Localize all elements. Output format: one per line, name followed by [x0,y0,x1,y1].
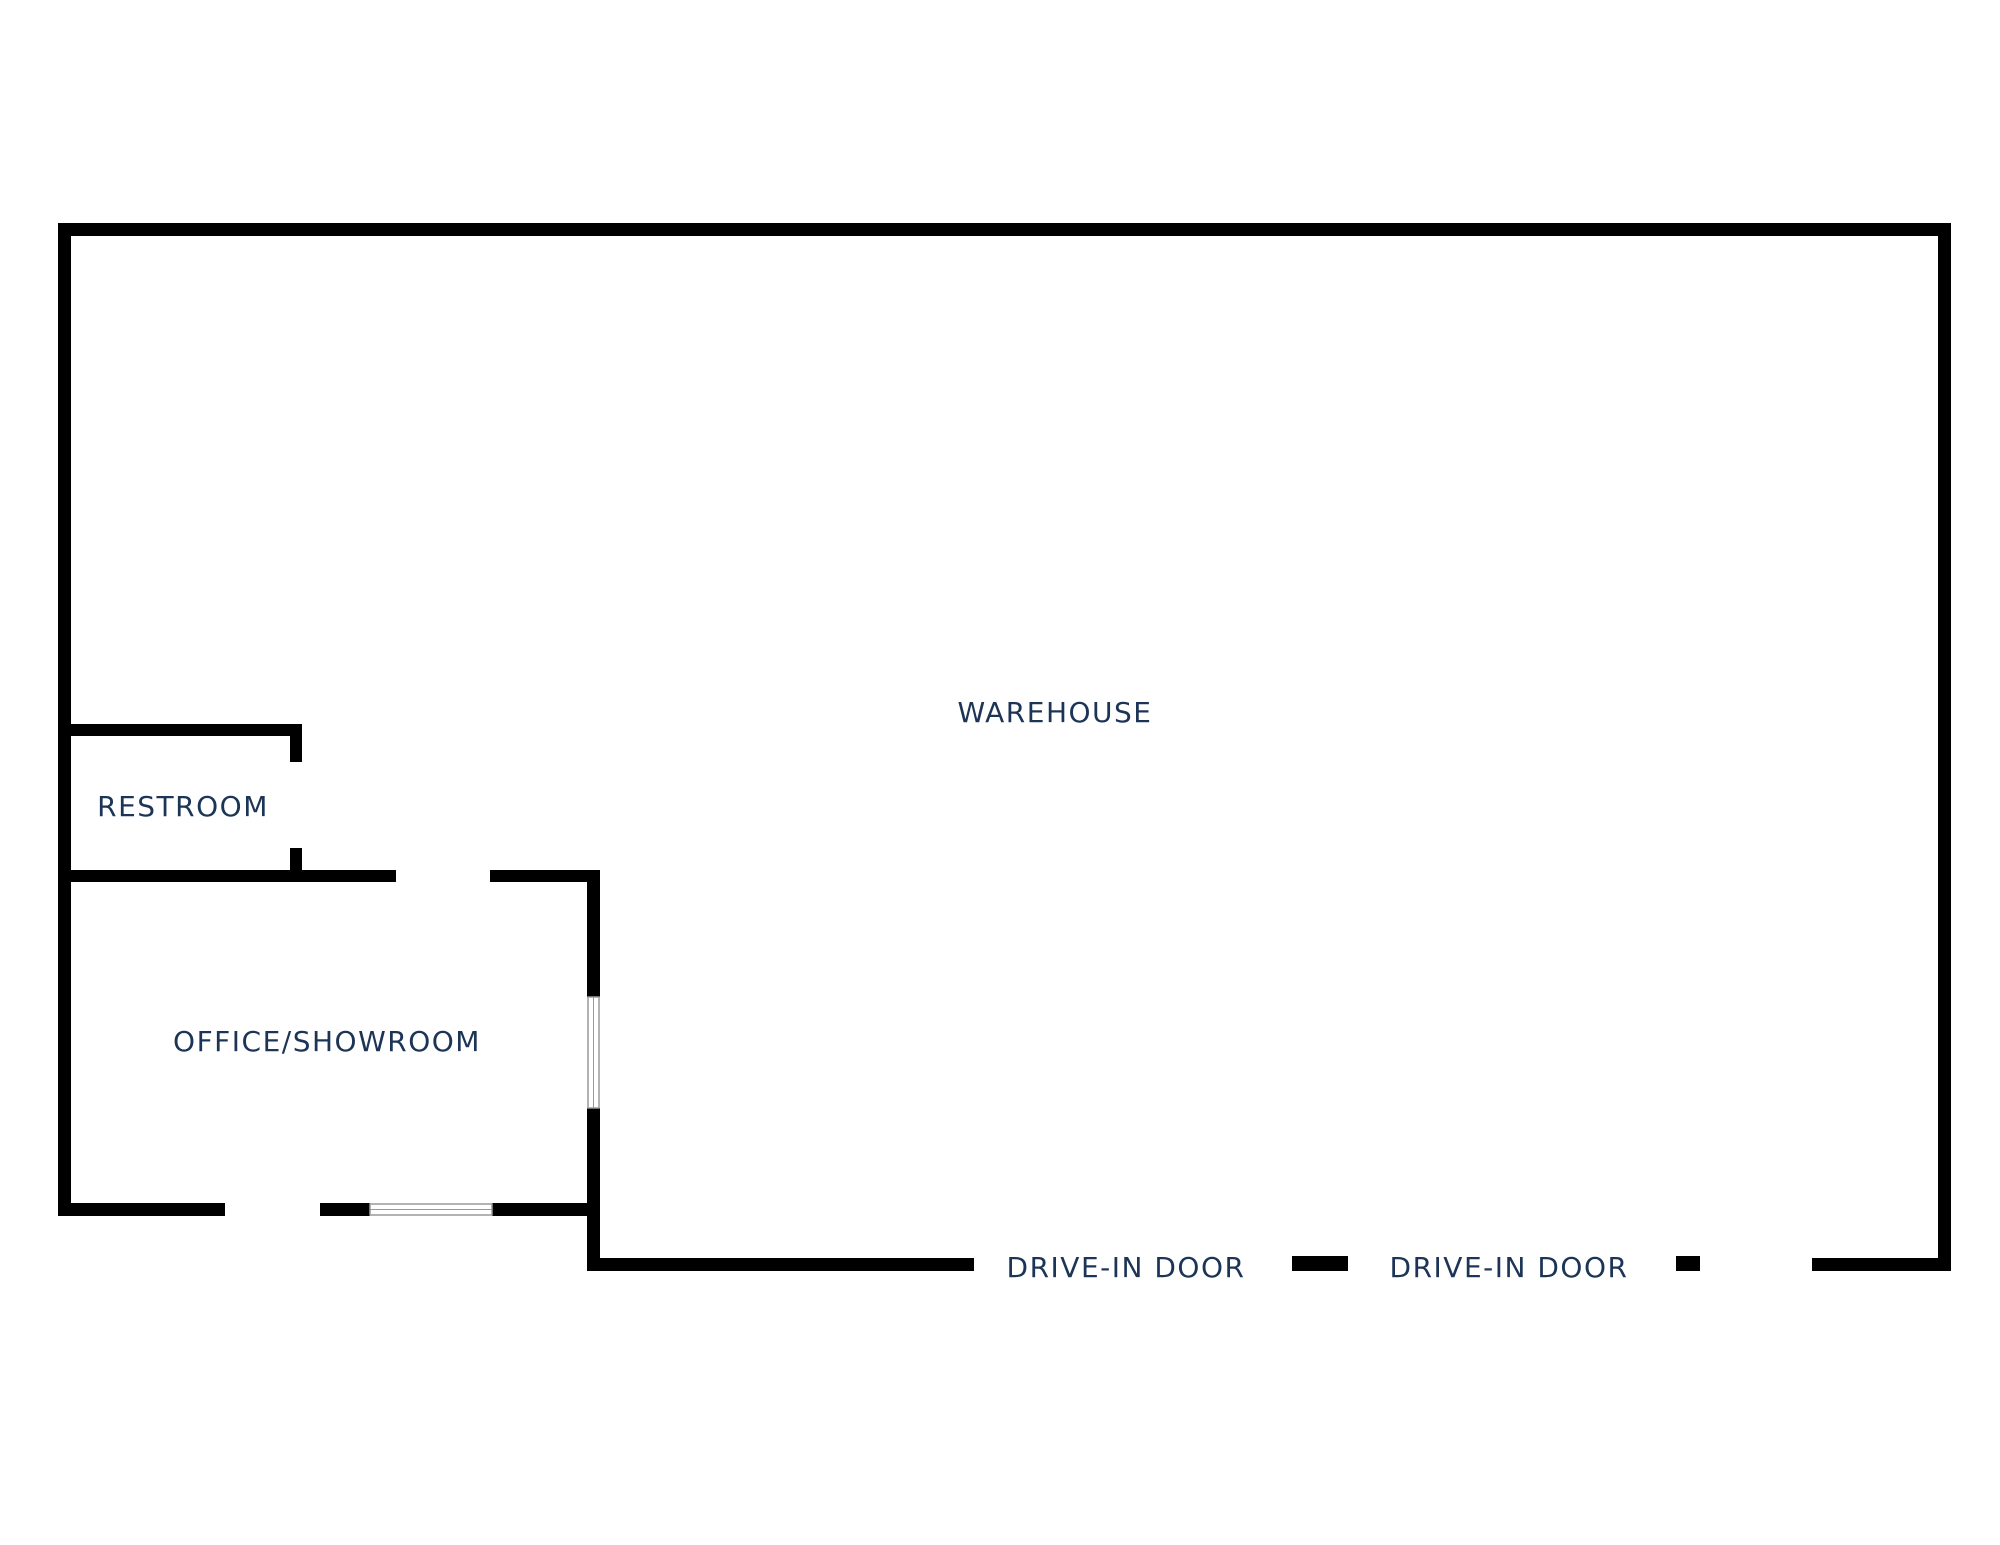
room-label-restroom: RESTROOM [97,790,269,823]
wall-bottom-pier-2 [1676,1256,1700,1271]
wall-office-bottom-3 [492,1203,598,1216]
wall-office-bottom-2 [320,1203,370,1216]
wall-right [1938,223,1951,1270]
office-front-window [369,1203,493,1216]
wall-office-bottom-1 [58,1203,225,1216]
wall-bottom-1 [587,1258,974,1271]
wall-office-right-lower [587,1108,600,1270]
door-label-drive-in-1: DRIVE-IN DOOR [1007,1251,1246,1284]
walls [58,223,1951,1271]
wall-restroom-right-upper [290,724,302,762]
wall-bottom-2 [1812,1258,1951,1271]
room-label-warehouse: WAREHOUSE [957,696,1152,729]
room-label-office: OFFICE/SHOWROOM [173,1025,481,1058]
wall-bottom-pier-1 [1292,1256,1348,1271]
door-label-drive-in-2: DRIVE-IN DOOR [1390,1251,1629,1284]
wall-top [58,223,1951,236]
wall-restroom-top [58,724,302,736]
wall-office-top-2 [490,870,600,882]
wall-left [58,223,71,1216]
wall-office-top-1 [58,870,396,882]
wall-office-right-upper [587,870,600,997]
office-side-window [587,996,600,1109]
